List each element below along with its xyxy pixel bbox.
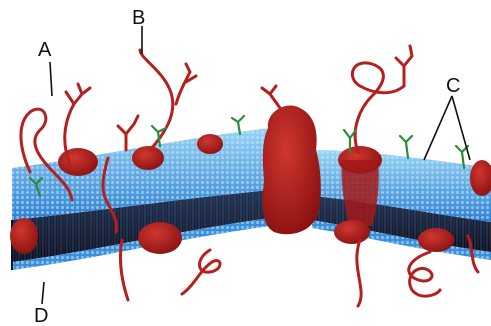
label-B: B — [132, 7, 145, 29]
carb-5 — [400, 136, 412, 158]
chain-channel-top — [262, 86, 280, 108]
label-C: C — [446, 75, 460, 97]
label-D: D — [34, 305, 48, 326]
chain-B-branch — [176, 64, 196, 104]
peripheral-protein-bottom-2 — [10, 218, 38, 254]
label-A: A — [38, 39, 52, 61]
peripheral-protein-bottom-3 — [334, 220, 370, 244]
pointer-C-1 — [424, 96, 452, 160]
peripheral-protein-bottom-1 — [138, 222, 182, 254]
carb-3 — [232, 116, 244, 134]
chain-B — [140, 50, 173, 150]
chain-hang-2 — [182, 250, 220, 294]
peripheral-protein-left-top — [58, 148, 98, 176]
chain-right-tall — [352, 63, 404, 152]
peripheral-protein-right-top — [197, 134, 223, 154]
chain-hang-4 — [409, 252, 440, 296]
peripheral-protein-mid-top — [132, 146, 164, 170]
chain-hang-3 — [357, 240, 361, 306]
pointer-D — [42, 282, 44, 304]
chain-mid-branch — [118, 116, 138, 150]
pointer-A — [50, 62, 52, 96]
large-channel-protein — [263, 105, 321, 234]
peripheral-protein-bottom-4 — [418, 228, 454, 252]
chain-right-branch-top — [396, 46, 412, 86]
